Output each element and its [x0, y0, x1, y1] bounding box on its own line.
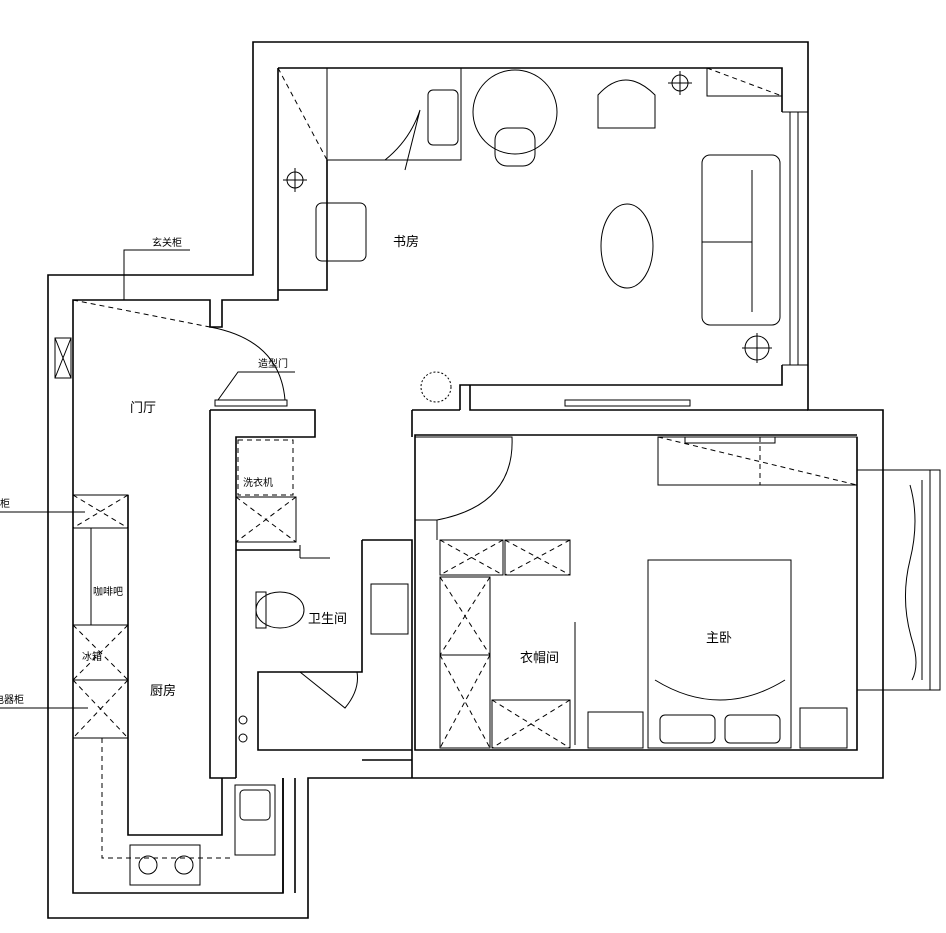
pillow	[724, 714, 781, 744]
study-chair	[315, 202, 367, 262]
entry-cabinet-label: 玄关柜	[152, 236, 182, 249]
bed	[647, 559, 792, 749]
bathroom-label: 卫生间	[308, 612, 347, 627]
feature-door-label: 造型门	[258, 357, 288, 370]
lamp-cross	[668, 71, 692, 95]
outer-wall-inner	[72, 67, 858, 894]
lamp-cross	[742, 333, 772, 363]
appliance-cabinet	[72, 679, 129, 739]
coffee-table	[600, 203, 654, 289]
study-label: 书房	[393, 234, 419, 250]
kitchen-label: 厨房	[150, 683, 176, 699]
fridge-cross	[72, 624, 129, 681]
plant-icon	[420, 371, 452, 403]
bay-window	[857, 469, 941, 691]
closet-label: 衣帽间	[520, 650, 559, 666]
study-bed	[326, 67, 462, 161]
bedroom-tv	[684, 436, 776, 444]
door-marker	[54, 337, 72, 379]
sofa-cushion	[702, 170, 753, 312]
study-tv	[564, 399, 691, 407]
feature-door-arc	[209, 326, 286, 401]
armchair	[597, 79, 656, 129]
toilet-tank	[255, 591, 267, 629]
valve-icon	[238, 733, 248, 743]
study-shelf	[706, 67, 783, 97]
bath-wall	[209, 409, 413, 779]
stove	[129, 844, 201, 886]
coffee-bar-label: 咖啡吧	[93, 586, 123, 598]
bed-blanket	[654, 679, 786, 701]
valve-icon	[238, 715, 248, 725]
sink-basin	[239, 789, 271, 821]
toilet	[255, 591, 305, 629]
burner-icon	[174, 855, 194, 875]
appliance-cabinet-cross	[72, 679, 129, 739]
outer-wall-outer	[47, 41, 884, 919]
shoe-cabinet-cross	[72, 494, 129, 529]
lamp-cross	[283, 168, 307, 192]
bath-door	[299, 545, 358, 709]
bedroom-door	[415, 436, 513, 540]
master-bedroom-label: 主卧	[706, 631, 732, 646]
burner-icon	[138, 855, 158, 875]
fridge-label: 冰箱	[82, 650, 102, 663]
entry-cabinet-outline	[72, 299, 211, 328]
bed-blanket	[384, 109, 421, 171]
laundry-cabinet	[235, 496, 297, 543]
study-cabinet-dashed	[277, 67, 328, 161]
shoe-cabinet-label: 鞋柜	[0, 497, 10, 510]
nightstand	[799, 707, 848, 749]
closet-cabinets	[439, 539, 571, 749]
bay-curtain	[905, 484, 917, 681]
washing-machine-label: 洗衣机	[243, 476, 273, 489]
bath-sink	[370, 583, 409, 635]
kitchen-sink	[234, 784, 276, 856]
round-chair	[494, 127, 536, 167]
study-bottom-wall	[411, 385, 808, 437]
washing-machine	[237, 439, 294, 496]
study-shelf-dashed	[706, 67, 783, 97]
nightstand	[587, 711, 644, 749]
bedroom-wardrobe-dashed	[657, 436, 858, 486]
pillow	[427, 89, 459, 146]
entry-cabinet-leader	[123, 249, 190, 300]
round-table	[472, 69, 558, 155]
coffee-bar	[72, 527, 129, 626]
sofa	[701, 154, 781, 326]
pillow	[659, 714, 716, 744]
door-marker-cross	[54, 337, 72, 379]
kitchen-dashed	[101, 738, 230, 859]
feature-door-leader	[217, 371, 295, 401]
foyer-label: 门厅	[130, 401, 156, 416]
appliance-cabinet-label: 电器柜	[0, 693, 24, 706]
laundry-cabinet-cross	[235, 496, 297, 543]
study-window	[782, 111, 808, 366]
feature-door-panel	[214, 399, 288, 407]
